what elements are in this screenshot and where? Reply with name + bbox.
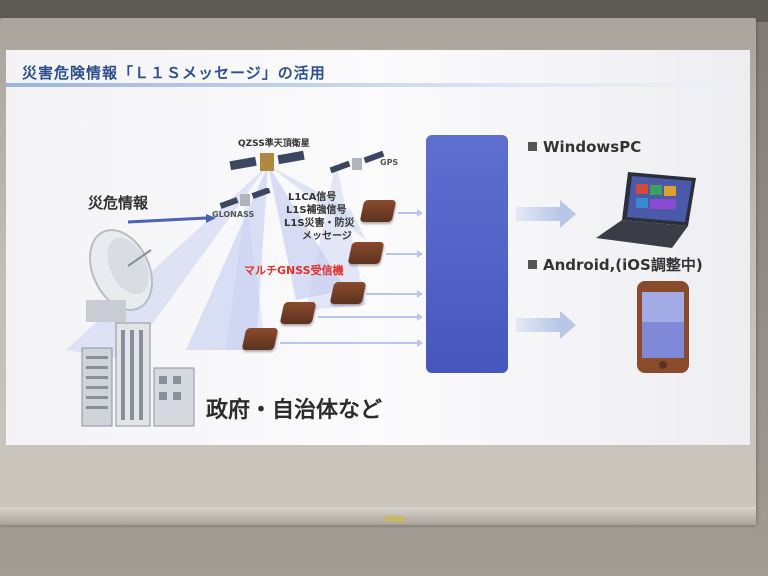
- signal-ray: [398, 209, 423, 217]
- android-text: Android,(iOS調整中): [543, 256, 703, 274]
- android-label: Android,(iOS調整中): [528, 254, 703, 275]
- gps-label: GPS: [380, 158, 399, 167]
- signal-label-l1ca: L1CA信号: [288, 192, 337, 203]
- gnss-receiver-icon: [347, 242, 385, 264]
- windows-pc-label: WindowsPC: [528, 138, 641, 156]
- projected-slide: 災害危険情報「Ｌ１Ｓメッセージ」の活用 災危情報: [6, 50, 750, 445]
- satellite-dish-icon: [86, 229, 153, 322]
- message-server-box: [426, 135, 508, 373]
- screen-bottom-bar: [0, 507, 756, 525]
- signal-ray: [386, 250, 423, 258]
- smartphone-icon: [637, 281, 689, 373]
- windows-pc-text: WindowsPC: [543, 138, 642, 156]
- slide-title: 災害危険情報「Ｌ１Ｓメッセージ」の活用: [22, 64, 326, 82]
- gnss-receiver-icon: [329, 282, 367, 304]
- disaster-info-label: 災危情報: [88, 194, 149, 212]
- ceiling: [0, 0, 768, 22]
- signal-label-message: メッセージ: [302, 231, 352, 242]
- gps-satellite-icon: [329, 150, 385, 174]
- arrow-to-android: [516, 311, 576, 339]
- city-buildings-icon: [81, 322, 195, 427]
- disaster-info-arrow: [127, 214, 216, 224]
- signal-ray: [366, 290, 423, 298]
- glonass-label: GLONASS: [212, 210, 255, 219]
- gnss-receiver-icon: [359, 200, 397, 222]
- satellite-beams: [66, 162, 366, 360]
- qzss-satellite-icon: [229, 150, 305, 171]
- laptop-icon: [596, 172, 696, 248]
- signal-label-l1s-disaster: L1S災害・防災: [284, 218, 355, 229]
- signal-ray: [318, 313, 423, 321]
- signal-ray: [280, 339, 423, 347]
- arrow-to-windows: [516, 200, 576, 228]
- government-label: 政府・自治体など: [206, 398, 383, 423]
- slide-header-underline: [6, 83, 750, 87]
- gnss-receiver-icon: [279, 302, 317, 324]
- qzss-label: QZSS準天頂衛星: [238, 139, 310, 149]
- signal-label-l1s-aug: L1S補強信号: [286, 205, 347, 216]
- screen-pull-handle: [384, 516, 406, 522]
- gnss-receiver-icon: [241, 328, 279, 350]
- multi-gnss-receiver-label: マルチGNSS受信機: [244, 264, 344, 277]
- glonass-satellite-icon: [219, 188, 271, 209]
